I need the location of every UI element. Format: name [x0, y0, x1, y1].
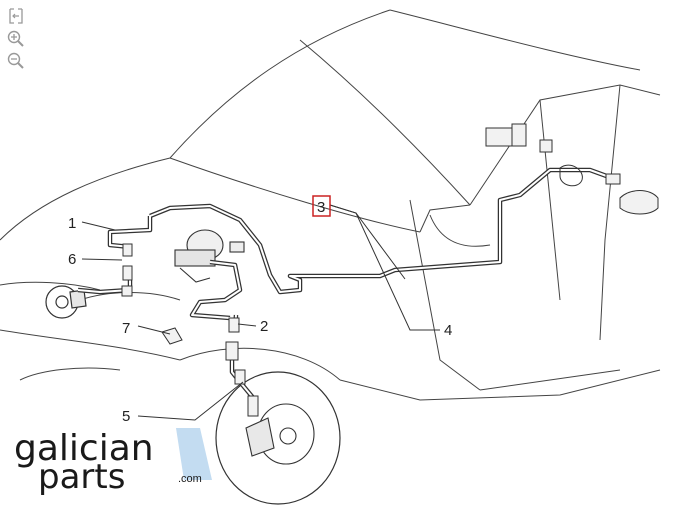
zoom-out-icon[interactable] — [6, 51, 26, 71]
logo-line2: parts — [38, 457, 125, 497]
callout-1: 1 — [68, 215, 76, 232]
callout-7: 7 — [122, 320, 130, 337]
brake-booster — [174, 229, 245, 283]
callout-4: 4 — [444, 322, 452, 339]
callout-2: 2 — [260, 318, 268, 335]
brake-pipes — [77, 167, 613, 402]
galicianparts-logo: galician parts .com — [14, 428, 212, 497]
callout-leaders — [81, 204, 440, 421]
car-body-outline — [0, 9, 661, 401]
callout-3-highlight — [312, 195, 331, 217]
logo-line1: galician — [14, 428, 154, 469]
zoom-in-icon[interactable] — [6, 29, 26, 49]
callout-6: 6 — [68, 251, 76, 268]
front-right-brake-disc — [215, 371, 341, 505]
callout-3[interactable]: 3 — [317, 199, 325, 216]
callout-5: 5 — [122, 408, 130, 425]
fit-screen-icon[interactable] — [6, 6, 26, 26]
logo-suffix: .com — [178, 473, 202, 485]
brake-pipes-inner — [77, 169, 613, 401]
pipe-fittings — [121, 123, 659, 417]
